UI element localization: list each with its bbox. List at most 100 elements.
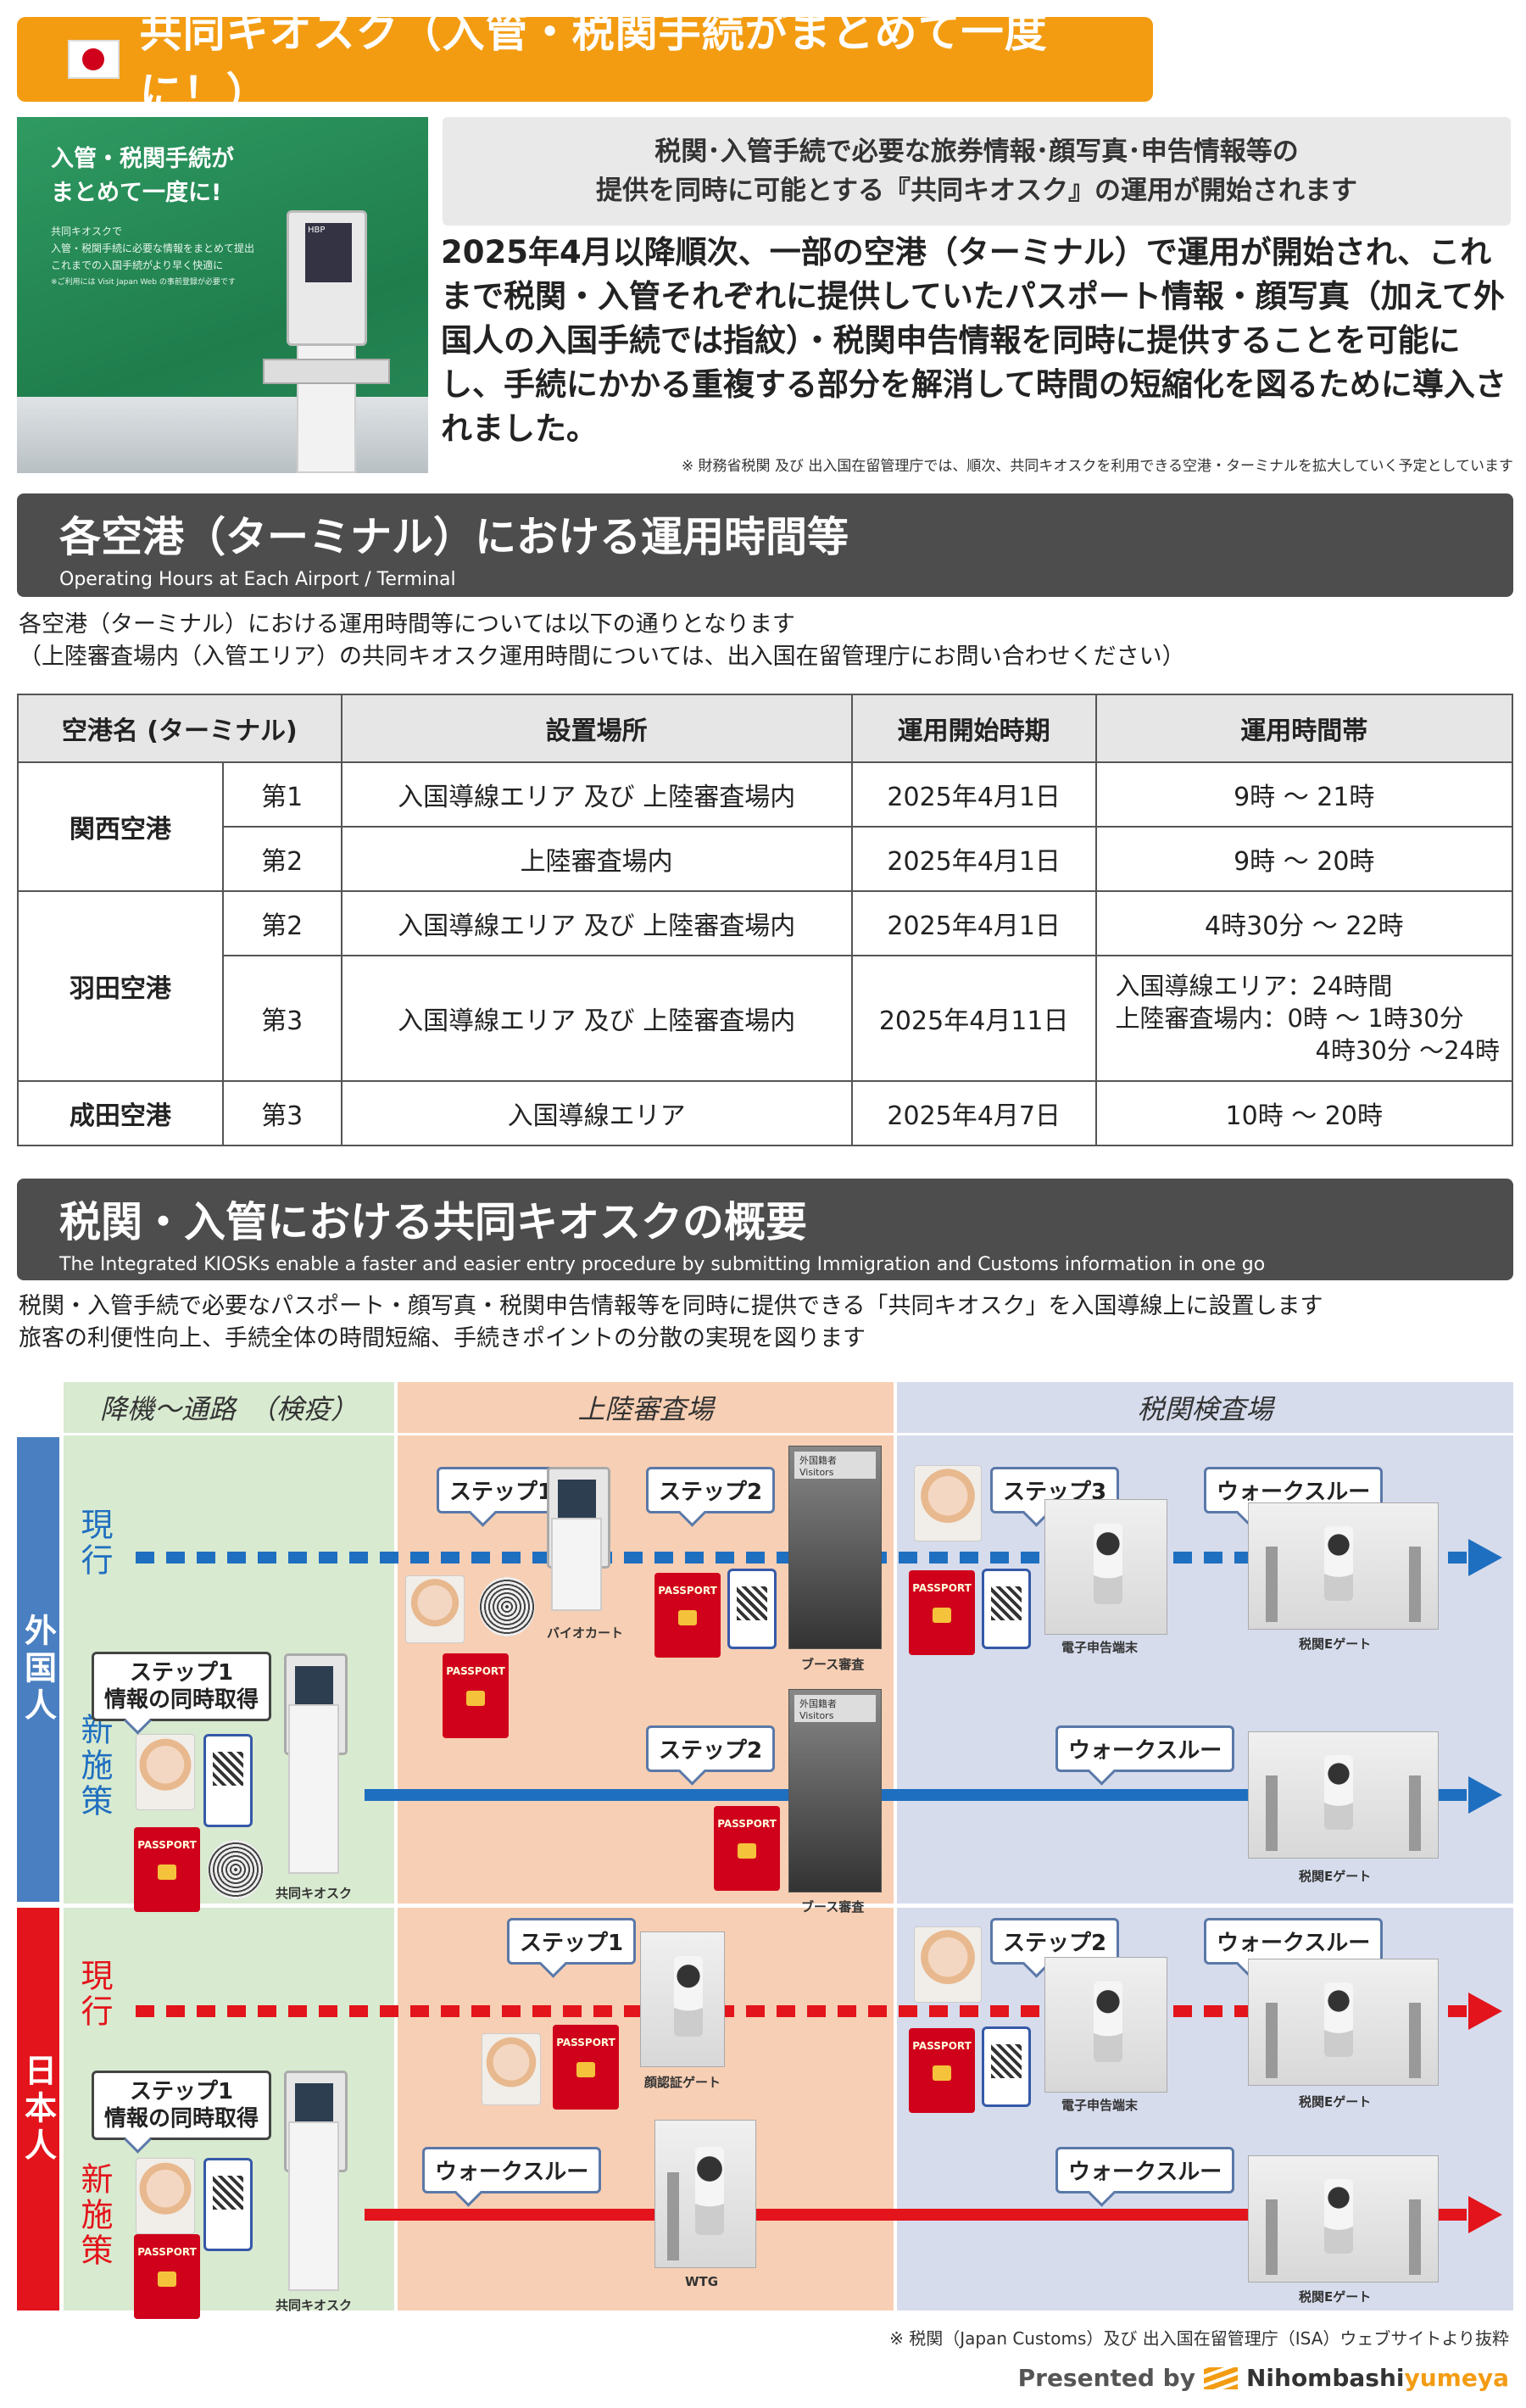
callout-walkthrough: ウォークスルー — [422, 2147, 602, 2193]
section-hours-header: 各空港（ターミナル）における運用時間等 Operating Hours at E… — [17, 493, 1513, 597]
face-photo-icon — [914, 1926, 982, 2003]
kiosk-desk — [263, 359, 390, 384]
e-gate-caption: 税関Eゲート — [1299, 2289, 1372, 2305]
customs-e-gate — [1248, 1959, 1439, 2086]
japan-flag-icon — [68, 40, 120, 79]
fingerprint-icon — [208, 1840, 264, 1899]
passport-icon: PASSPORT — [714, 1806, 780, 1891]
airport-cell: 成田空港 — [17, 1080, 224, 1146]
callout-step2: ステップ2 — [990, 1918, 1120, 1965]
table-header-row: 空港名 (ターミナル) 設置場所 運用開始時期 運用時間帯 — [17, 694, 1514, 763]
table-row: 羽田空港 第2 入国導線エリア 及び 上陸審査場内 2025年4月1日 4時30… — [17, 890, 1514, 1082]
start-cell: 2025年4月1日 — [850, 890, 1097, 956]
kiosk-caption: 共同キオスク — [276, 1886, 353, 1901]
section-overview-title: 税関・入管における共同キオスクの概要 — [59, 1198, 808, 1246]
walkthrough-gate — [654, 2120, 756, 2268]
callout-walkthrough: ウォークスルー — [1055, 2147, 1235, 2193]
passport-icon: PASSPORT — [909, 1570, 975, 1655]
qr-phone-icon — [203, 1734, 253, 1827]
callout-walkthrough: ウォークスルー — [1204, 1918, 1384, 1965]
promo-heading: 入管・税関手続が まとめて一度に! — [51, 146, 234, 206]
face-gate-caption: 顔認証ゲート — [644, 2075, 721, 2090]
brand-name: Nihombashiyumeya — [1245, 2364, 1509, 2392]
section-hours-title: 各空港（ターミナル）における運用時間等 — [59, 513, 849, 561]
intro-note: ※ 財務省税関 及び 出入国在留管理庁では、順次、共同キオスクを利用できる空港・… — [681, 458, 1513, 475]
passport-icon: PASSPORT — [909, 2028, 975, 2113]
callout-kiosk-step1: ステップ1 情報の同時取得 — [92, 2071, 272, 2140]
callout-step1: ステップ1 — [437, 1467, 566, 1513]
zone-customs-label: 税関検査場 — [1137, 1393, 1273, 1425]
location-cell: 入国導線エリア — [340, 1080, 853, 1146]
arrow-icon — [1468, 1776, 1502, 1814]
fingerprint-icon — [479, 1577, 535, 1636]
intro-box-line1: 税関･入管手続で必要な旅券情報･顔写真･申告情報等の — [654, 137, 1299, 167]
customs-e-gate — [1248, 1731, 1439, 1859]
kiosk-caption: 共同キオスク — [276, 2298, 353, 2313]
location-cell: 入国導線エリア 及び 上陸審査場内 — [340, 761, 853, 828]
biocart-caption: バイオカート — [547, 1625, 624, 1641]
e-gate-caption: 税関Eゲート — [1299, 1869, 1372, 1884]
start-cell: 2025年4月7日 — [850, 1080, 1097, 1146]
booth-caption: ブース審査 — [801, 1899, 865, 1915]
source-note: ※ 税関（Japan Customs）及び 出入国在留管理庁（ISA）ウェブサイ… — [889, 2328, 1509, 2349]
kiosk-promo-image: 入管・税関手続が まとめて一度に! 共同キオスクで 入管・税関手続に必要な情報を… — [17, 117, 428, 473]
e-gate-caption: 税関Eゲート — [1299, 1636, 1372, 1652]
hours-cell: 9時 ～ 20時 — [1094, 826, 1514, 892]
intro-box: 税関･入管手続で必要な旅券情報･顔写真･申告情報等の 提供を同時に可能とする『共… — [443, 117, 1511, 226]
promo-subtext: 共同キオスクで 入管・税関手続に必要な情報をまとめて提出 これまでの入国手続がよ… — [51, 226, 255, 287]
location-cell: 入国導線エリア 及び 上陸審査場内 — [340, 890, 853, 956]
hours-cell: 10時 ～ 20時 — [1094, 1080, 1514, 1146]
booth-caption: ブース審査 — [801, 1657, 865, 1672]
hours-cell: 9時 ～ 21時 — [1094, 761, 1514, 828]
japanese-current-label: 現行 — [75, 1959, 113, 2030]
e-declaration-terminal — [1044, 1499, 1167, 1635]
th-hours: 運用時間帯 — [1094, 694, 1514, 763]
face-photo-icon — [914, 1465, 982, 1541]
start-cell: 2025年4月11日 — [850, 955, 1097, 1082]
section-hours-desc: 各空港（ターミナル）における運用時間等については以下の通りとなります （上陸審査… — [19, 611, 1185, 670]
presented-by: Presented by Nihombashiyumeya — [1018, 2364, 1509, 2392]
section-overview-header: 税関・入管における共同キオスクの概要 The Integrated KIOSKs… — [17, 1179, 1513, 1280]
procedure-diagram: 降機～通路 （検疫） 上陸審査場 税関検査場 外国人 日本人 現行 新施策 現行… — [17, 1382, 1513, 2319]
table-row: 第3 入国導線エリア 及び 上陸審査場内 2025年4月11日 入国導線エリア：… — [18, 955, 1514, 1082]
qr-phone-icon — [982, 2026, 1031, 2107]
brand-logo-icon — [1203, 2366, 1238, 2389]
joint-kiosk-device — [271, 1653, 365, 1882]
page-title: 共同キオスク（入管・税関手続がまとめて一度に！） — [139, 8, 1048, 118]
e-gate-caption: 税関Eゲート — [1299, 2094, 1372, 2110]
hours-table: 空港名 (ターミナル) 設置場所 運用開始時期 運用時間帯 関西空港 第1 入国… — [17, 694, 1514, 1146]
immigration-booth: 外国籍者 Visitors — [788, 1689, 882, 1892]
immigration-booth: 外国籍者 Visitors — [788, 1446, 882, 1649]
table-row: 成田空港 第3 入国導線エリア 2025年4月7日 10時 ～ 20時 — [17, 1080, 1514, 1146]
th-location: 設置場所 — [340, 694, 853, 763]
zone-immigration-label: 上陸審査場 — [577, 1393, 714, 1425]
face-photo-icon — [405, 1575, 465, 1643]
zone-quarantine-label: 降機～通路 （検疫） — [99, 1393, 358, 1425]
face-photo-icon — [136, 2158, 195, 2234]
face-photo-icon — [482, 2033, 541, 2105]
table-row: 第2 上陸審査場内 2025年4月1日 9時 ～ 20時 — [18, 826, 1514, 892]
qr-phone-icon — [727, 1569, 777, 1649]
hours-cell: 4時30分 ～ 22時 — [1094, 890, 1514, 956]
table-row: 関西空港 第1 入国導線エリア 及び 上陸審査場内 2025年4月1日 9時 ～… — [17, 761, 1514, 892]
intro-box-line2: 提供を同時に可能とする『共同キオスク』の運用が開始されます — [595, 176, 1358, 206]
terminal-cell: 第3 — [221, 955, 343, 1082]
start-cell: 2025年4月1日 — [850, 761, 1097, 828]
passport-icon: PASSPORT — [443, 1653, 509, 1738]
section-overview-desc: 税関・入管手続で必要なパスポート・顔写真・税関申告情報等を同時に提供できる「共同… — [19, 1293, 1323, 1352]
arrow-icon — [1468, 1993, 1502, 2030]
presented-label: Presented by — [1017, 2364, 1195, 2392]
foreign-new-label: 新施策 — [75, 1713, 113, 1820]
japanese-group-label: 日本人 — [17, 1908, 59, 2310]
qr-phone-icon — [203, 2158, 253, 2251]
zone-divider — [64, 1433, 1513, 1435]
th-start: 運用開始時期 — [850, 694, 1097, 763]
callout-step1: ステップ1 — [507, 1918, 637, 1965]
foreign-group-label: 外国人 — [17, 1437, 59, 1902]
wtg-caption: WTG — [685, 2274, 719, 2289]
section-hours-subtitle: Operating Hours at Each Airport / Termin… — [59, 569, 456, 590]
e-terminal-caption: 電子申告端末 — [1061, 2098, 1139, 2113]
section-overview-subtitle: The Integrated KIOSKs enable a faster an… — [59, 1254, 1266, 1275]
face-recognition-gate — [640, 1931, 725, 2067]
foreign-new-path — [365, 1789, 1467, 1801]
